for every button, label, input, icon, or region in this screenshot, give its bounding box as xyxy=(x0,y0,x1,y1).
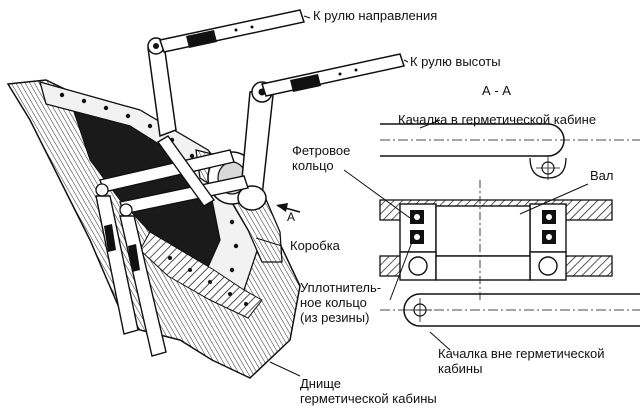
rocker-outside-label-line1: Качалка вне герметической xyxy=(438,346,605,361)
elevator-label: К рулю высоты xyxy=(410,54,501,69)
rocker-inside-label: Качалка в герметической кабине xyxy=(398,112,597,127)
rudder-push-rod xyxy=(159,9,305,53)
inner-linkage xyxy=(95,135,249,217)
seal-ring-label-line3: (из резины) xyxy=(300,310,370,325)
elevator-rocker-arm xyxy=(237,81,275,211)
felt-ring-label-line2: кольцо xyxy=(292,158,334,173)
felt-ring-label-line1: Фетровое xyxy=(292,143,351,158)
elevator-push-rod xyxy=(261,53,405,97)
seal-ring-label-line1: Уплотнитель- xyxy=(300,280,382,295)
shaft-label: Вал xyxy=(590,168,614,183)
leader-lines xyxy=(255,15,589,377)
section-title: А - А xyxy=(482,83,511,98)
box-label: Коробка xyxy=(290,238,340,253)
section-a-a xyxy=(379,123,640,327)
rudder-label: К рулю направления xyxy=(313,8,438,23)
rocker-outside-label-line2: кабины xyxy=(438,361,483,376)
cabin-bottom-label-line2: герметической кабины xyxy=(300,391,437,406)
lower-rods xyxy=(95,195,167,357)
section-marker-label: А xyxy=(287,210,296,224)
seal-ring-label-line2: ное кольцо xyxy=(300,295,367,310)
cabin-bottom-label-line1: Днище xyxy=(300,376,342,391)
section-marker xyxy=(276,203,301,213)
